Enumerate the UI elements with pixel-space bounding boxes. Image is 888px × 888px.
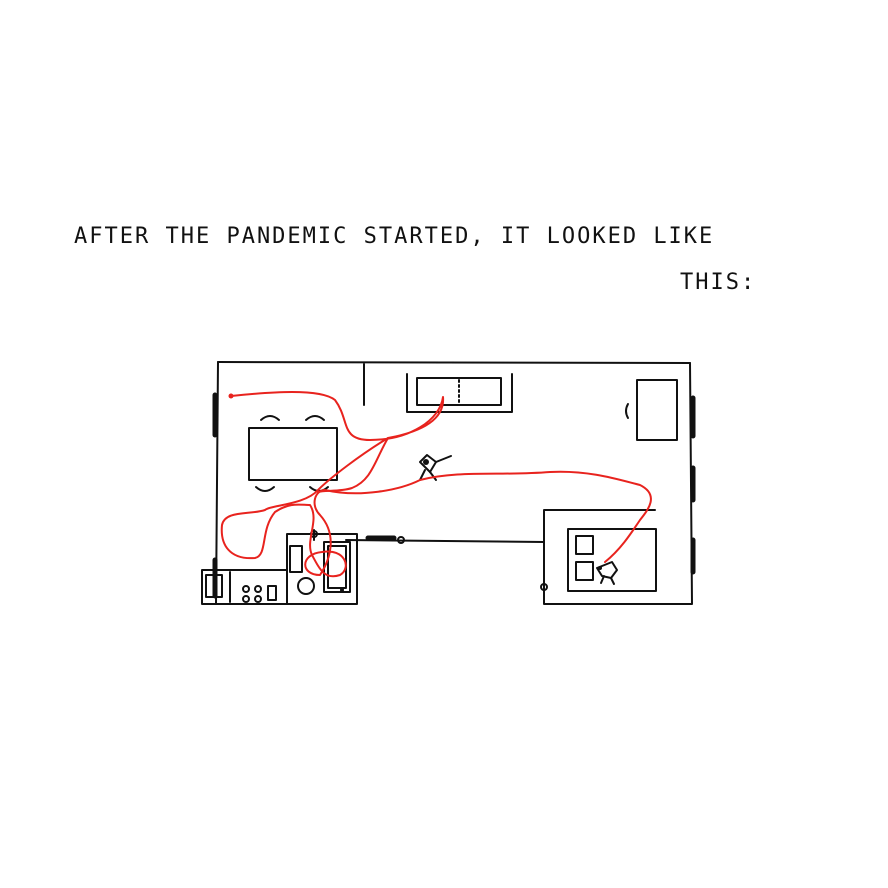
bathtub-drain xyxy=(340,588,344,592)
movement-path-branch xyxy=(317,437,389,493)
cabinet-handle xyxy=(625,403,629,419)
dining-table xyxy=(248,427,338,481)
chair-top-left xyxy=(260,415,280,421)
bathtub xyxy=(323,541,351,593)
kitchen-appliance xyxy=(267,585,277,601)
door-hinge-bedroom xyxy=(540,583,548,591)
sofa xyxy=(406,373,513,413)
caption-line-2: THIS: xyxy=(680,270,757,295)
pillow-top xyxy=(575,535,594,555)
stove-burners xyxy=(242,585,262,603)
door-hinge-middle xyxy=(397,536,405,544)
cabinet-right xyxy=(636,379,678,441)
bathroom-sink xyxy=(289,545,303,573)
movement-path xyxy=(220,391,652,578)
pillow-bottom xyxy=(575,561,594,581)
path-start-dot xyxy=(228,393,234,399)
outer-wall-left-main xyxy=(215,361,291,605)
bathroom xyxy=(286,533,358,605)
chair-top-right xyxy=(305,415,325,421)
floor-plan-icon xyxy=(201,361,696,605)
sink xyxy=(205,574,223,598)
outer-wall-top xyxy=(217,361,691,364)
person-icon xyxy=(419,454,452,481)
chair-bottom-left xyxy=(255,486,275,492)
toilet xyxy=(297,577,315,595)
movement-path-icon xyxy=(220,391,652,578)
dog-icon xyxy=(596,561,618,585)
outer-wall-right xyxy=(543,362,693,605)
caption-line-1: AFTER THE PANDEMIC STARTED, IT LOOKED LI… xyxy=(74,224,715,249)
bed xyxy=(567,528,657,592)
